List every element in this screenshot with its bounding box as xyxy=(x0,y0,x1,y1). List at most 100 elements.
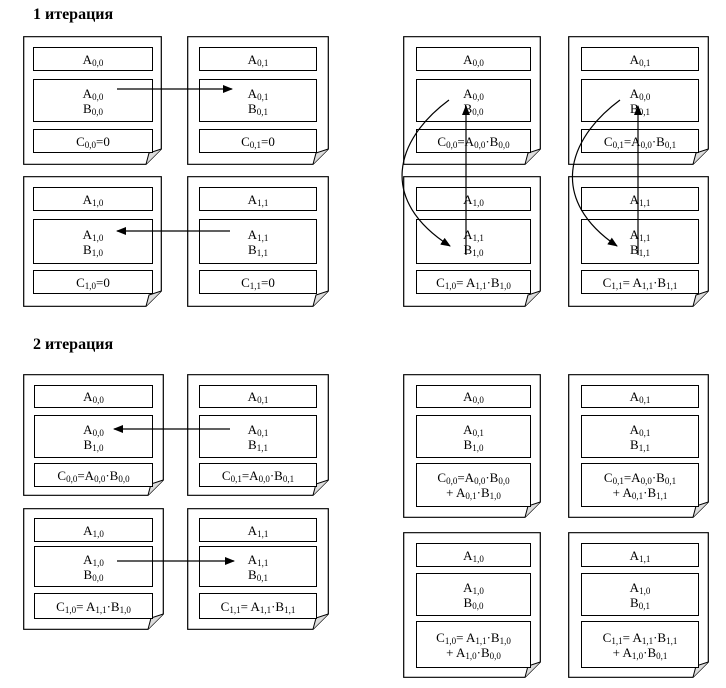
formula-line: C1,0=0 xyxy=(76,274,110,291)
a-block-box: A0,0 xyxy=(416,47,531,71)
formula-line: B0,1 xyxy=(630,594,650,611)
a-block-box: A0,1 xyxy=(581,47,699,71)
formula-line: C1,0= A1,1·B1,0 xyxy=(436,629,511,646)
heading-iteration-2: 2 итерация xyxy=(33,336,114,353)
formula-line: C1,1= A1,1·B1,1 xyxy=(602,629,678,646)
formula-line: A1,1 xyxy=(629,226,651,243)
formula-line: C0,1=0 xyxy=(241,133,275,150)
a-block-box: A1,1 xyxy=(581,543,699,567)
c-result-box: C1,1= A1,1·B1,1 xyxy=(199,593,317,619)
formula-line: A0,1 xyxy=(629,389,651,405)
c-result-box: C1,1= A1,1·B1,1 xyxy=(581,270,699,294)
formula-line: A0,1 xyxy=(247,421,269,438)
a-block-box: A1,1 xyxy=(199,518,317,542)
formula-line: C0,1=A0,0·B0,1 xyxy=(221,467,295,484)
c-result-box: C1,0=0 xyxy=(33,270,153,294)
formula-line: A1,0 xyxy=(463,579,484,596)
formula-line: + A1,0·B0,1 xyxy=(612,644,668,661)
c-result-box: C1,0= A1,1·B1,0 xyxy=(34,593,153,619)
heading-iteration-1: 1 итерация xyxy=(33,6,114,23)
formula-line: A1,0 xyxy=(83,522,104,539)
a-block-box: A1,0 xyxy=(34,518,153,542)
formula-line: C1,1= A1,1·B1,1 xyxy=(602,274,678,291)
formula-line: A1,1 xyxy=(629,191,651,208)
formula-line: A1,0 xyxy=(83,551,104,568)
formula-line: A0,0 xyxy=(463,389,484,405)
c-result-box: C0,1=A0,0·B0,1+ A0,1·B1,1 xyxy=(581,463,699,507)
formula-line: C0,0=0 xyxy=(76,133,110,150)
formula-line: B1,0 xyxy=(83,436,104,453)
formula-line: A1,1 xyxy=(247,551,269,568)
formula-line: A0,1 xyxy=(463,421,484,438)
formula-line: A0,0 xyxy=(82,85,104,102)
formula-line: A1,0 xyxy=(463,191,484,208)
formula-line: A1,1 xyxy=(463,226,484,243)
a-block-box: A0,1 xyxy=(199,47,317,71)
formula-line: B0,1 xyxy=(248,100,268,117)
formula-line: A1,1 xyxy=(247,522,269,539)
formula-line: A0,0 xyxy=(83,389,104,405)
formula-line: A1,1 xyxy=(247,191,269,208)
c-result-box: C0,0=0 xyxy=(33,129,153,153)
a-block-box: A1,0 xyxy=(416,187,531,211)
formula-line: A0,1 xyxy=(247,85,269,102)
formula-line: B0,0 xyxy=(83,566,104,583)
formula-line: B1,1 xyxy=(630,241,650,258)
formula-line: A0,1 xyxy=(629,421,651,438)
formula-line: A1,0 xyxy=(82,191,104,208)
a-block-box: A1,0 xyxy=(33,187,153,211)
c-result-box: C1,0= A1,1·B1,0+ A1,0·B0,0 xyxy=(416,621,531,668)
formula-line: B0,1 xyxy=(630,100,650,117)
formula-line: B1,1 xyxy=(248,436,268,453)
a-block-box: A1,1 xyxy=(199,187,317,211)
formula-line: A0,0 xyxy=(83,421,104,438)
c-result-box: C0,0=A0,0·B0,0 xyxy=(34,463,153,487)
formula-line: A0,0 xyxy=(82,51,104,68)
formula-line: + A0,1·B1,0 xyxy=(446,485,501,501)
c-result-box: C1,0= A1,1·B1,0 xyxy=(416,270,531,294)
formula-line: A1,0 xyxy=(82,226,104,243)
formula-line: C1,1=0 xyxy=(241,274,275,291)
formula-line: C1,0= A1,1·B1,0 xyxy=(56,598,131,615)
formula-line: B0,1 xyxy=(248,566,268,583)
formula-line: A1,0 xyxy=(463,547,484,564)
c-result-box: C0,1=0 xyxy=(199,129,317,153)
formula-line: + A1,0·B0,0 xyxy=(446,644,501,661)
formula-line: C1,1= A1,1·B1,1 xyxy=(220,598,296,615)
formula-line: C0,0=A0,0·B0,0 xyxy=(437,470,510,486)
formula-line: B0,0 xyxy=(83,100,103,117)
a-block-box: A0,0 xyxy=(33,47,153,71)
c-result-box: C0,1=A0,0·B0,1 xyxy=(199,463,317,487)
formula-line: C0,0=A0,0·B0,0 xyxy=(57,467,130,484)
formula-line: A0,1 xyxy=(247,51,269,68)
